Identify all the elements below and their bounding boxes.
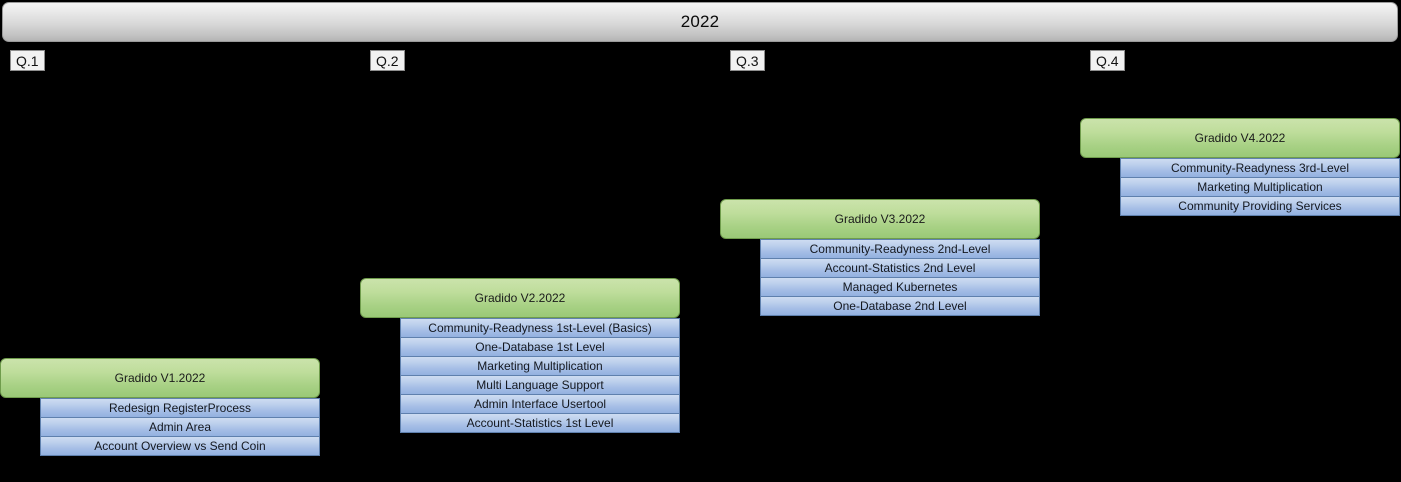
feature-label: Account-Statistics 2nd Level — [824, 261, 976, 275]
release-group-v2: Gradido V2.2022 Community-Readyness 1st-… — [360, 278, 680, 433]
feature-label: Admin Area — [148, 420, 212, 434]
feature-bar[interactable]: Marketing Multiplication — [400, 356, 680, 376]
feature-label: Marketing Multiplication — [1197, 180, 1323, 194]
feature-label: One-Database 1st Level — [475, 340, 605, 354]
feature-bar[interactable]: Redesign RegisterProcess — [40, 398, 320, 418]
feature-bar[interactable]: Account Overview vs Send Coin — [40, 436, 320, 456]
quarter-marker-q4: Q.4 — [1090, 50, 1125, 71]
release-title-v4: Gradido V4.2022 — [1194, 131, 1286, 145]
feature-bar[interactable]: One-Database 2nd Level — [760, 296, 1040, 316]
feature-bar[interactable]: Account-Statistics 2nd Level — [760, 258, 1040, 278]
quarter-marker-q4-label: Q.4 — [1096, 52, 1119, 69]
feature-label: Community-Readyness 2nd-Level — [809, 242, 991, 256]
feature-label: Redesign RegisterProcess — [108, 401, 252, 415]
feature-label: Community-Readyness 3rd-Level — [1170, 161, 1350, 175]
feature-label: Account-Statistics 1st Level — [466, 416, 614, 430]
quarter-marker-q1: Q.1 — [10, 50, 45, 71]
feature-bar[interactable]: Community Providing Services — [1120, 196, 1400, 216]
feature-bar[interactable]: Multi Language Support — [400, 375, 680, 395]
feature-list-v3: Community-Readyness 2nd-Level Account-St… — [760, 239, 1040, 316]
release-group-v1: Gradido V1.2022 Redesign RegisterProcess… — [0, 358, 320, 456]
quarter-marker-q1-label: Q.1 — [16, 52, 39, 69]
feature-label: Marketing Multiplication — [477, 359, 603, 373]
quarter-marker-q2-label: Q.2 — [376, 52, 399, 69]
feature-label: Account Overview vs Send Coin — [94, 439, 266, 453]
release-header-v2[interactable]: Gradido V2.2022 — [360, 278, 680, 318]
feature-bar[interactable]: Managed Kubernetes — [760, 277, 1040, 297]
release-group-v3: Gradido V3.2022 Community-Readyness 2nd-… — [720, 199, 1040, 316]
feature-list-v1: Redesign RegisterProcess Admin Area Acco… — [40, 398, 320, 456]
year-label: 2022 — [680, 12, 720, 31]
release-title-v1: Gradido V1.2022 — [114, 371, 206, 385]
feature-label: Admin Interface Usertool — [473, 397, 607, 411]
quarter-marker-q3: Q.3 — [730, 50, 765, 71]
quarter-marker-q2: Q.2 — [370, 50, 405, 71]
release-title-v2: Gradido V2.2022 — [474, 291, 566, 305]
release-header-v4[interactable]: Gradido V4.2022 — [1080, 118, 1400, 158]
release-group-v4: Gradido V4.2022 Community-Readyness 3rd-… — [1080, 118, 1400, 216]
quarter-marker-q3-label: Q.3 — [736, 52, 759, 69]
feature-label: Managed Kubernetes — [842, 280, 958, 294]
feature-bar[interactable]: Admin Interface Usertool — [400, 394, 680, 414]
feature-list-v4: Community-Readyness 3rd-Level Marketing … — [1120, 158, 1400, 216]
feature-label: Community-Readyness 1st-Level (Basics) — [428, 321, 652, 335]
feature-bar[interactable]: Community-Readyness 1st-Level (Basics) — [400, 318, 680, 338]
release-header-v1[interactable]: Gradido V1.2022 — [0, 358, 320, 398]
feature-bar[interactable]: Community-Readyness 3rd-Level — [1120, 158, 1400, 178]
feature-bar[interactable]: Admin Area — [40, 417, 320, 437]
feature-label: One-Database 2nd Level — [833, 299, 967, 313]
feature-label: Multi Language Support — [476, 378, 604, 392]
release-title-v3: Gradido V3.2022 — [834, 212, 926, 226]
feature-label: Community Providing Services — [1178, 199, 1342, 213]
feature-bar[interactable]: One-Database 1st Level — [400, 337, 680, 357]
year-header-bar: 2022 — [2, 2, 1398, 42]
feature-bar[interactable]: Marketing Multiplication — [1120, 177, 1400, 197]
release-header-v3[interactable]: Gradido V3.2022 — [720, 199, 1040, 239]
feature-bar[interactable]: Account-Statistics 1st Level — [400, 413, 680, 433]
feature-bar[interactable]: Community-Readyness 2nd-Level — [760, 239, 1040, 259]
feature-list-v2: Community-Readyness 1st-Level (Basics) O… — [400, 318, 680, 433]
